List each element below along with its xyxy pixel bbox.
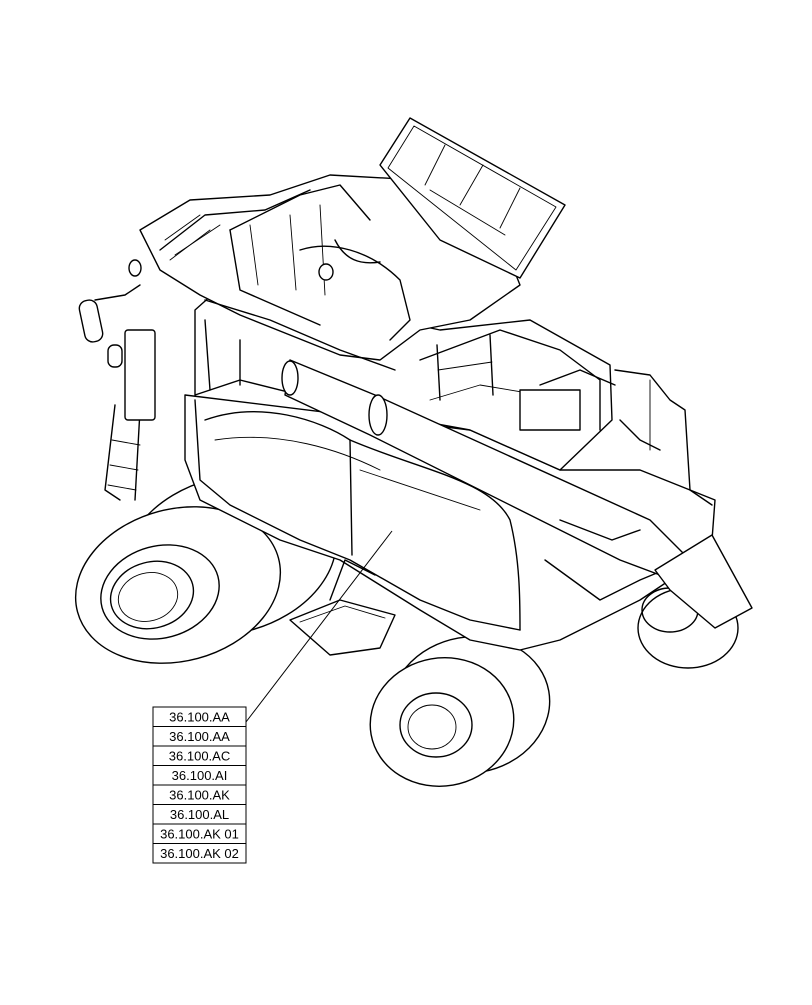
reference-label: 36.100.AK 01 [160,827,239,842]
unloading-auger [281,359,753,629]
access-ladder [104,329,156,501]
reference-label: 36.100.AK [169,788,230,803]
reference-label: 36.100.AL [170,807,229,822]
rear-railing [436,334,713,506]
reference-table: 36.100.AA 36.100.AA 36.100.AC 36.100.AI … [152,706,247,864]
reference-cell [152,843,247,864]
tank-extension-panel [379,117,566,279]
reference-label: 36.100.AA [169,729,230,744]
machine-body [184,394,716,651]
front-step [289,559,396,656]
reference-label: 36.100.AA [169,710,230,725]
reference-label: 36.100.AI [172,768,228,783]
front-wheel [369,635,551,787]
leader-line [245,530,393,723]
side-mirrors [78,259,334,368]
reference-label: 36.100.AC [169,749,230,764]
reference-label: 36.100.AK 02 [160,846,239,861]
